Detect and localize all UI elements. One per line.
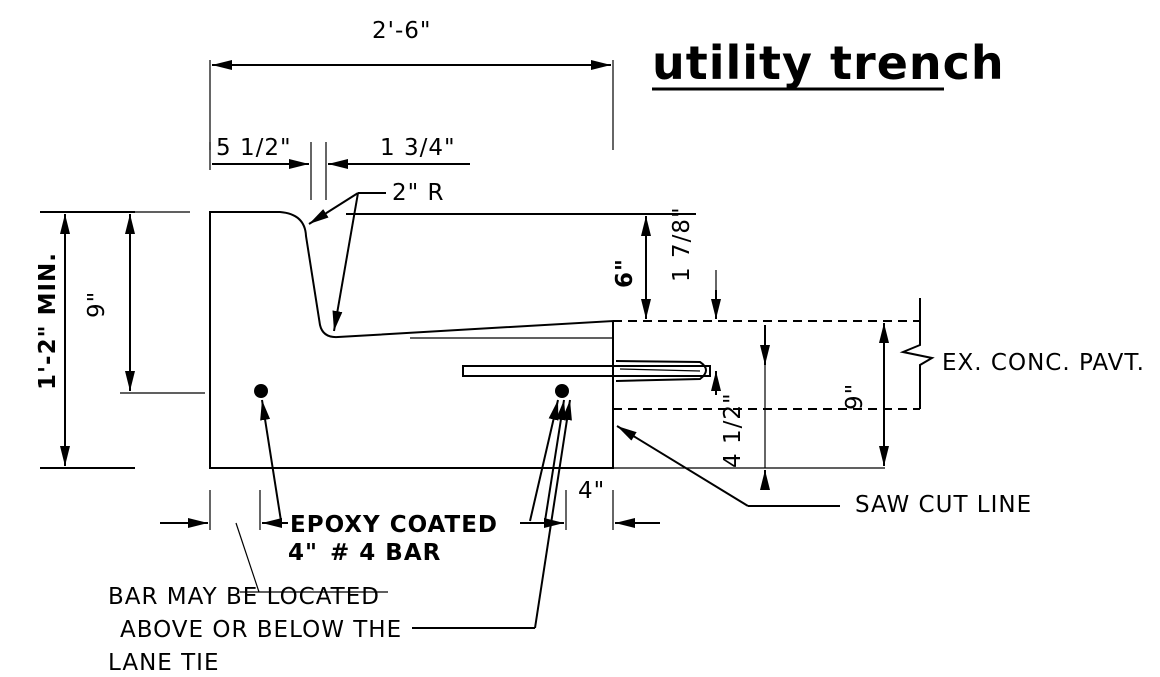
bar-height-label: 4 1/2" [720,392,746,468]
pavement-break-line [899,298,935,409]
radius-label: 2" R [392,180,445,206]
bar-label: # 4 BAR [330,540,441,566]
drawing-title: utility trench [652,36,1005,90]
left-depth-label: 9" [84,291,110,318]
top-slope-label: 1 7/8" [669,206,695,282]
note-line-3: LANE TIE [108,650,220,676]
concrete-section-outline [209,211,614,469]
lane-tie-bar [462,365,711,377]
depth-6-label: 6" [612,258,638,288]
lane-tie-end [615,360,707,382]
saw-cut-label: SAW CUT LINE [855,492,1032,518]
overall-width-label: 2'-6" [372,18,431,44]
epoxy-label: EPOXY COATED [290,512,498,538]
bar-spacing-left-label: 4" [288,540,318,566]
note-line-1: BAR MAY BE LOCATED [108,584,380,610]
rebar-right [555,384,569,398]
total-depth-label: 1'-2" MIN. [35,252,61,390]
note-line-2: ABOVE OR BELOW THE [120,617,402,643]
bar-spacing-right-label: 4" [578,478,605,504]
right-offset-label: 1 3/4" [380,135,456,161]
existing-pavement-label: EX. CONC. PAVT. [942,350,1145,376]
rebar-left [254,384,268,398]
pavement-depth-label: 9" [842,383,868,410]
left-offset-label: 5 1/2" [216,135,292,161]
